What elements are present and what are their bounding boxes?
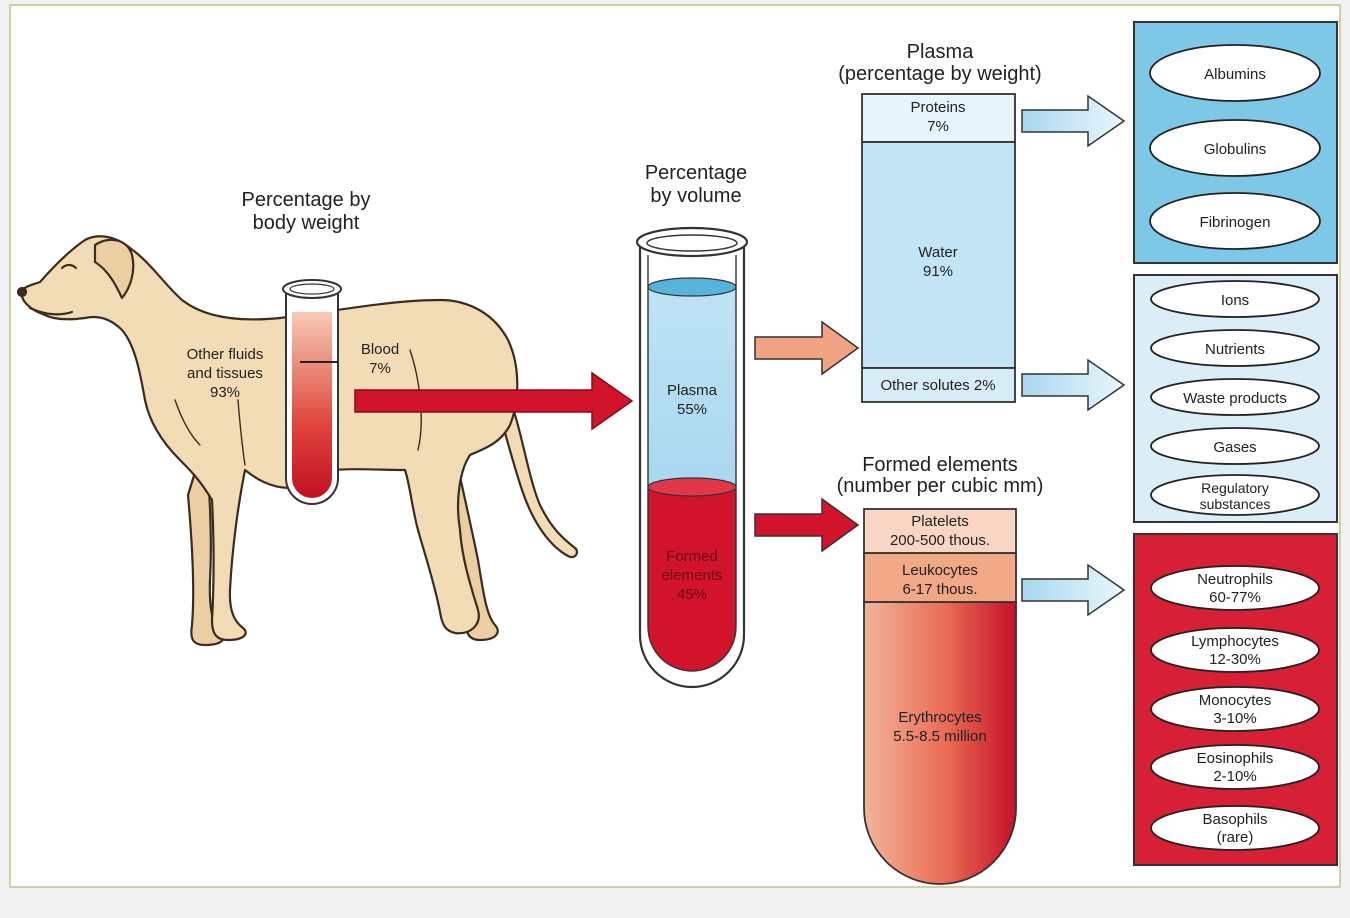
eosinophils-label: Eosinophils xyxy=(1197,750,1274,767)
body-weight-title-2: body weight xyxy=(253,212,360,234)
other-fluids-pct: 93% xyxy=(210,384,240,401)
waste-products-label: Waste products xyxy=(1183,390,1287,407)
fibrinogen-label: Fibrinogen xyxy=(1200,214,1271,231)
ions-label: Ions xyxy=(1221,292,1249,309)
volume-title-2: by volume xyxy=(650,185,741,207)
formed-tube-pct: 45% xyxy=(677,586,707,603)
neutrophils-label: Neutrophils xyxy=(1197,571,1273,588)
platelets-count: 200-500 thous. xyxy=(890,532,990,549)
monocytes-range: 3-10% xyxy=(1213,710,1256,727)
regulatory-label-2: substances xyxy=(1200,496,1271,512)
formed-title-2: (number per cubic mm) xyxy=(837,475,1044,497)
gases-label: Gases xyxy=(1213,439,1256,456)
lymphocytes-range: 12-30% xyxy=(1209,651,1261,668)
proteins-label: Proteins xyxy=(910,99,965,116)
neutrophils-range: 60-77% xyxy=(1209,589,1261,606)
other-fluids-label-2: and tissues xyxy=(187,365,263,382)
formed-title-1: Formed elements xyxy=(862,454,1018,476)
regulatory-label-1: Regulatory xyxy=(1201,480,1269,496)
albumins-label: Albumins xyxy=(1204,66,1266,83)
plasma-tube-pct: 55% xyxy=(677,401,707,418)
formed-tube-label-2: elements xyxy=(662,567,723,584)
plasma-title-1: Plasma xyxy=(907,41,975,63)
lymphocytes-label: Lymphocytes xyxy=(1191,633,1279,650)
globulins-label: Globulins xyxy=(1204,141,1267,158)
formed-tube-label-1: Formed xyxy=(666,548,718,565)
monocytes-label: Monocytes xyxy=(1199,692,1272,709)
nutrients-label: Nutrients xyxy=(1205,341,1265,358)
erythrocytes-count: 5.5-8.5 million xyxy=(893,728,986,745)
plasma-title-2: (percentage by weight) xyxy=(838,63,1041,85)
erythrocytes-label: Erythrocytes xyxy=(898,709,981,726)
large-test-tube xyxy=(637,228,747,687)
other-solutes-label: Other solutes 2% xyxy=(880,377,995,394)
blood-label: Blood xyxy=(361,341,399,358)
other-fluids-label-1: Other fluids xyxy=(187,346,264,363)
proteins-pct: 7% xyxy=(927,118,949,135)
water-pct: 91% xyxy=(923,263,953,280)
plasma-tube-label: Plasma xyxy=(667,382,718,399)
leukocytes-count: 6-17 thous. xyxy=(902,581,977,598)
basophils-range: (rare) xyxy=(1217,829,1254,846)
blood-pct: 7% xyxy=(369,360,391,377)
leukocytes-label: Leukocytes xyxy=(902,562,978,579)
platelets-label: Platelets xyxy=(911,513,969,530)
basophils-label: Basophils xyxy=(1202,811,1267,828)
body-weight-title-1: Percentage by xyxy=(242,189,371,211)
small-test-tube xyxy=(283,280,341,504)
volume-title-1: Percentage xyxy=(645,162,747,184)
water-label: Water xyxy=(918,244,957,261)
eosinophils-range: 2-10% xyxy=(1213,768,1256,785)
